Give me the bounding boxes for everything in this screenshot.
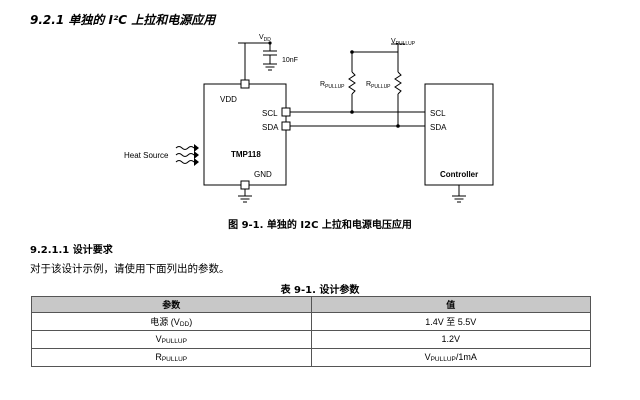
rpullup2-sub: PULLUP [371,84,391,90]
capacitor-label: 10nF [282,57,298,64]
pin-scl-label: SCL [262,109,278,118]
svg-text:RPULLUP: RPULLUP [366,81,391,90]
pin-vdd-label: VDD [220,95,237,104]
pin-sda-label: SDA [262,123,279,132]
vpullup-rail-label: V [391,38,396,45]
arrowhead [194,158,199,166]
sda-pin [281,121,291,131]
svg-text:VDD: VDD [259,34,271,43]
rpullup1-sub: PULLUP [325,84,345,90]
junction-dot [350,110,354,114]
heat-source-arrows [175,146,195,164]
chip-name: TMP118 [231,150,261,159]
controller-sda-label: SDA [430,123,447,132]
table-row: VPULLUP 1.2V [31,330,591,349]
header-value: 值 [310,296,591,313]
svg-text:RPULLUP: RPULLUP [320,81,345,90]
table-header-row: 参数 值 [31,296,591,313]
section-title: 9.2.1 单独的 I²C 上拉和电源应用 [30,13,216,27]
arrowhead [194,151,199,159]
value-cell: 1.4V 至 5.5V [310,312,591,331]
svg-text:VPULLUP: VPULLUP [391,38,416,47]
subsection-title: 9.2.1.1 设计要求 [30,245,113,256]
heat-source-label: Heat Source [124,151,169,160]
param-cell: VPULLUP [31,330,312,349]
figure-caption: 图 9-1. 单独的 I2C 上拉和电源电压应用 [228,220,412,231]
pin-gnd-label: GND [254,170,272,179]
arrowhead [194,144,199,152]
vpullup-rail-sub: PULLUP [396,41,416,47]
gnd-pin [240,180,250,190]
table-row: RPULLUP VPULLUP/1mA [31,348,591,367]
tmp118-chip-box [203,83,287,186]
controller-label: Controller [440,170,478,179]
value-cell: 1.2V [310,330,591,349]
table-caption: 表 9-1. 设计参数 [280,285,360,296]
junction-dot [350,50,354,54]
param-cell: 电源 (VDD) [31,312,312,331]
header-param: 参数 [31,296,312,313]
rpullup2-label: R [366,81,371,88]
vdd-rail-label: V [259,34,264,41]
scl-pin [281,107,291,117]
value-cell: VPULLUP/1mA [310,348,591,367]
rpullup1-label: R [320,81,325,88]
body-paragraph: 对于该设计示例，请使用下面列出的参数。 [30,263,230,275]
junction-dot [396,124,400,128]
vdd-rail-sub: DD [264,37,272,43]
junction-dot [268,41,272,45]
design-parameters-table: 参数 值 电源 (VDD) 1.4V 至 5.5V VPULLUP 1.2V R… [31,296,591,367]
param-cell: RPULLUP [31,348,312,367]
controller-scl-label: SCL [430,109,446,118]
vdd-pin [240,79,250,89]
table-row: 电源 (VDD) 1.4V 至 5.5V [31,312,591,331]
circuit-diagram: VDD 10nF VPULLUP RPULLUP RPULLUP VDD SCL… [124,34,494,203]
